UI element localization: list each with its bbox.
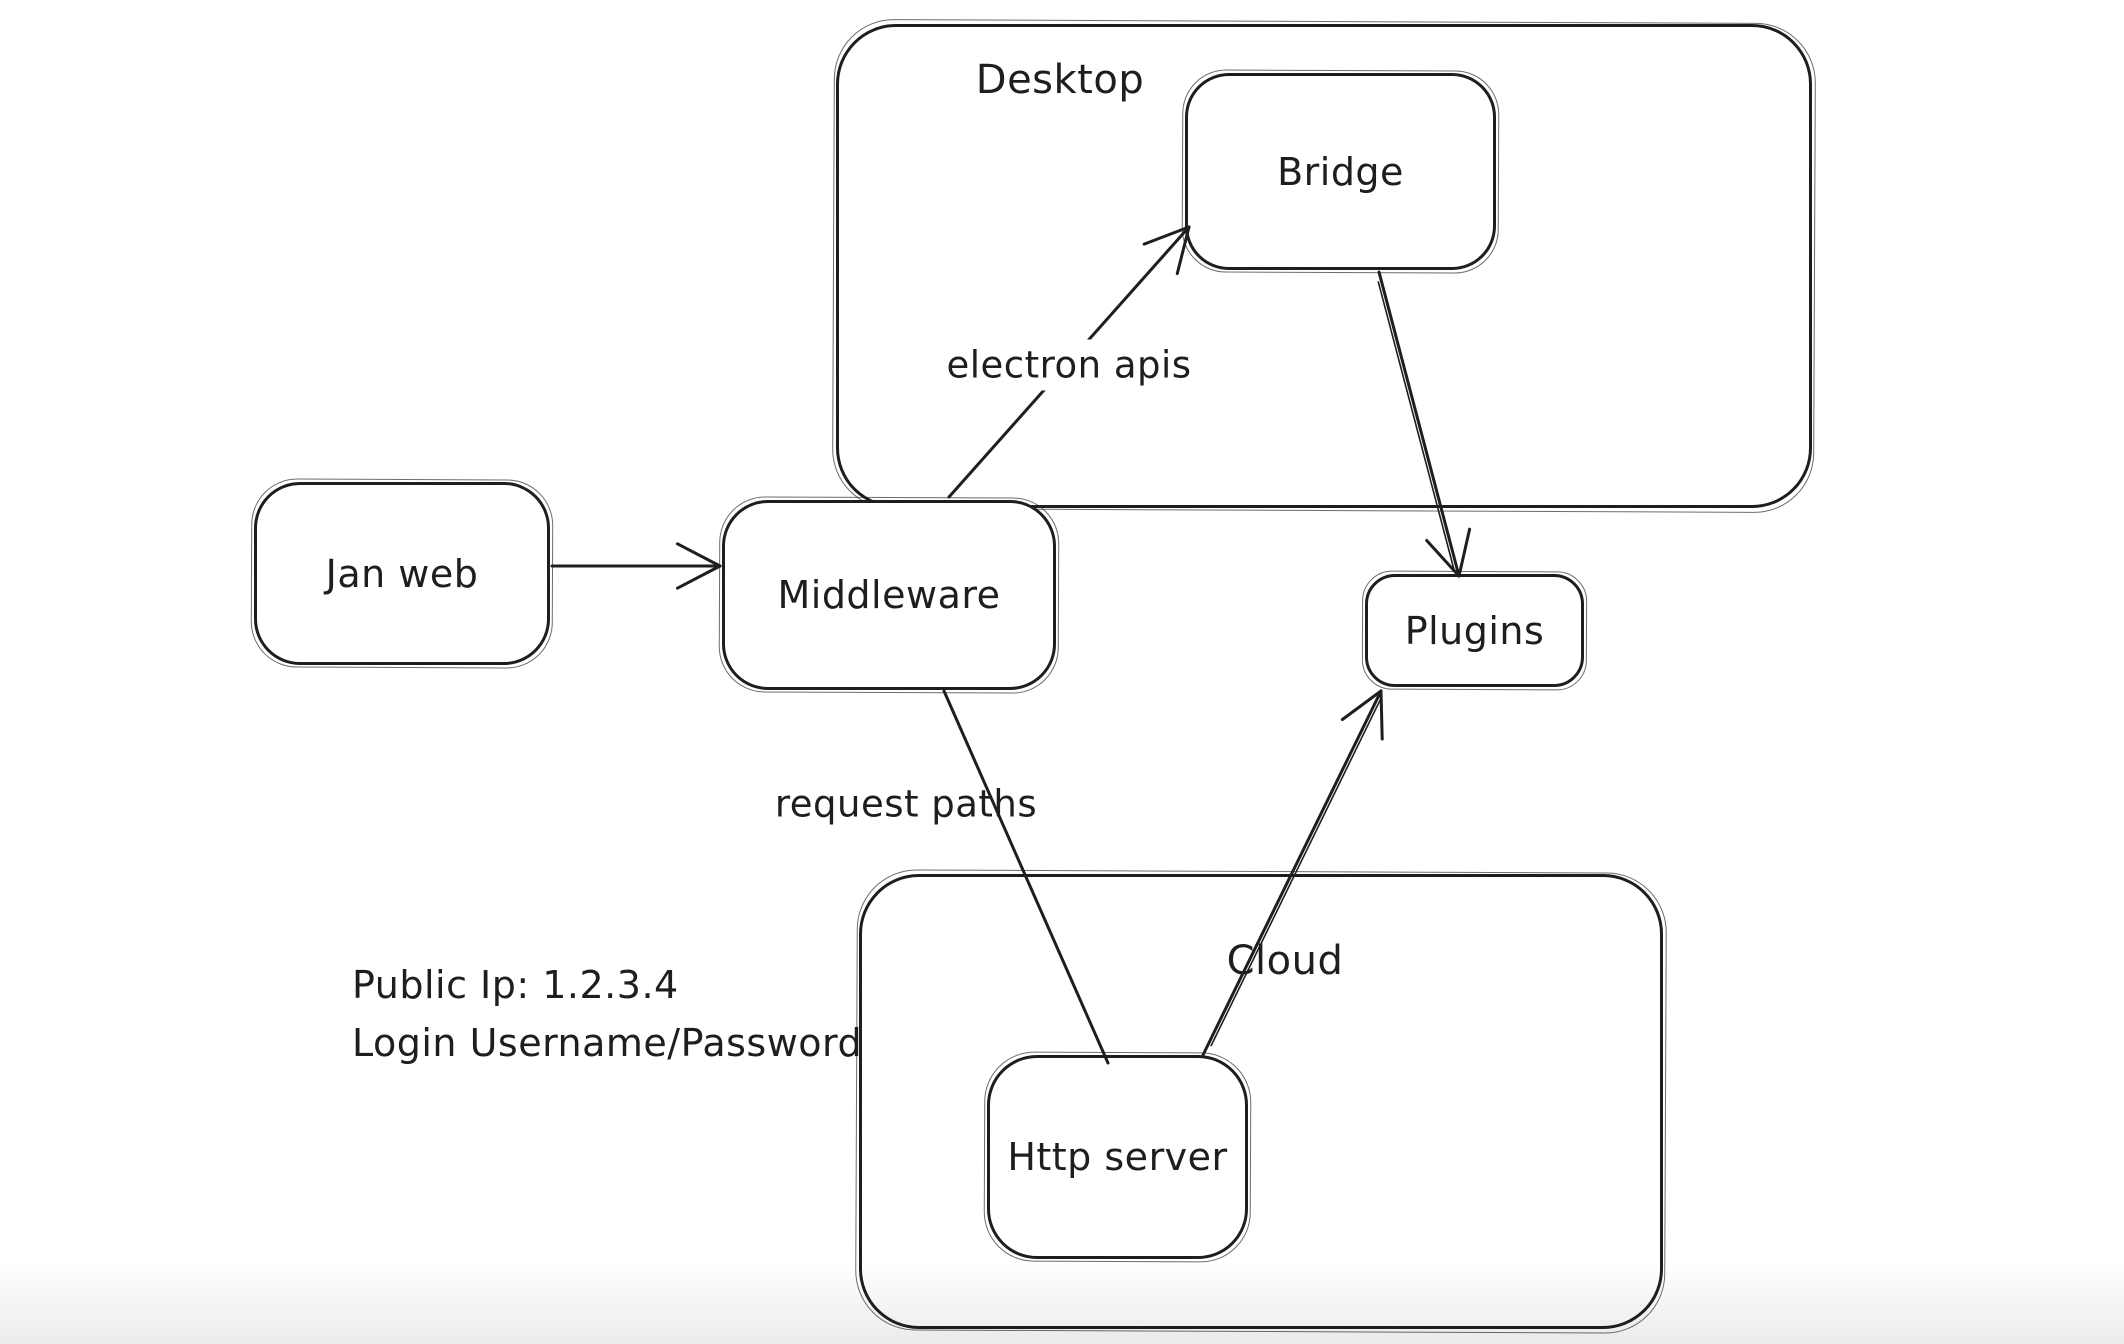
node-label-http-server: Http server bbox=[1007, 1135, 1228, 1179]
annotation-public-ip-login[interactable]: Public Ip: 1.2.3.4 Login Username/Passwo… bbox=[352, 963, 863, 1065]
node-label-middleware: Middleware bbox=[777, 573, 1001, 617]
edge-label-middleware-to-bridge[interactable]: electron apis bbox=[936, 339, 1202, 391]
container-label-desktop[interactable]: Desktop bbox=[975, 57, 1145, 103]
node-bridge[interactable]: Bridge bbox=[1185, 73, 1496, 270]
node-middleware[interactable]: Middleware bbox=[722, 500, 1056, 690]
node-label-bridge: Bridge bbox=[1277, 149, 1404, 194]
edge-bridge-to-plugins[interactable] bbox=[1377, 270, 1472, 578]
node-label-jan-web: Jan web bbox=[325, 551, 479, 596]
node-plugins[interactable]: Plugins bbox=[1365, 574, 1584, 687]
edge-http-server-to-plugins[interactable] bbox=[1201, 689, 1384, 1057]
edge-middleware-to-http-server[interactable] bbox=[942, 689, 1110, 1065]
node-jan-web[interactable]: Jan web bbox=[254, 482, 550, 665]
container-label-cloud[interactable]: Cloud bbox=[1226, 938, 1344, 984]
edge-jan-web-to-middleware[interactable] bbox=[550, 542, 722, 590]
node-label-plugins: Plugins bbox=[1404, 608, 1545, 653]
edge-label-middleware-to-http-server[interactable]: request paths bbox=[774, 782, 1038, 826]
node-http-server[interactable]: Http server bbox=[987, 1055, 1248, 1259]
